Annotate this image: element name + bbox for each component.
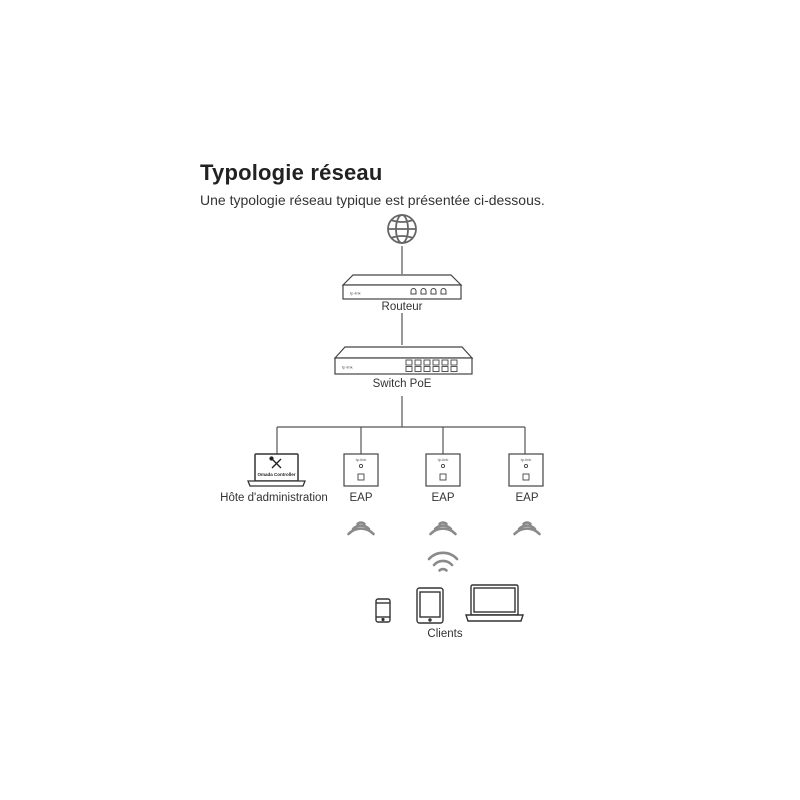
clients-label: Clients <box>427 628 462 640</box>
router-label: Routeur <box>382 301 423 313</box>
eap-3-label: EAP <box>515 492 538 504</box>
wifi-signal-icon <box>513 521 541 536</box>
page-title: Typologie réseau <box>200 160 383 185</box>
wifi-signal-icon <box>427 551 459 572</box>
eap-1-label: EAP <box>349 492 372 504</box>
eap-1-brand-label: tp-link <box>356 457 367 462</box>
switch-icon: tp-link <box>333 346 474 375</box>
wrench-screwdriver-icon <box>269 456 282 469</box>
switch-brand-label: tp-link <box>342 365 353 370</box>
admin-host-screen-text: Omada Controller <box>257 472 295 477</box>
wifi-signal-icon <box>429 521 457 536</box>
switch-label: Switch PoE <box>373 378 432 390</box>
router-icon: tp-link <box>341 274 463 300</box>
access-point-icon: tp-link <box>425 453 461 487</box>
access-point-icon: tp-link <box>508 453 544 487</box>
router-brand-label: tp-link <box>350 291 361 296</box>
laptop-icon <box>465 584 524 622</box>
globe-icon <box>387 214 417 244</box>
connection-lines <box>276 246 526 454</box>
wifi-signal-icon <box>347 521 375 536</box>
laptop-icon: Omada Controller <box>247 453 306 487</box>
access-point-icon: tp-link <box>343 453 379 487</box>
admin-host-label: Hôte d'administration <box>220 492 328 504</box>
eap-3-brand-label: tp-link <box>521 457 532 462</box>
eap-2-brand-label: tp-link <box>438 457 449 462</box>
phone-icon <box>375 598 391 623</box>
eap-2-label: EAP <box>431 492 454 504</box>
tablet-icon <box>416 587 444 624</box>
page-subtitle: Une typologie réseau typique est présent… <box>200 192 545 208</box>
